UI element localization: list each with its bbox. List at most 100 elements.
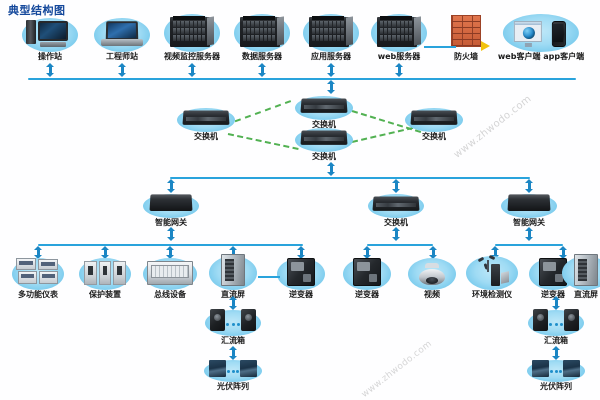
switch-icon — [300, 98, 348, 113]
connector-arrow — [34, 246, 43, 259]
connector-arrow — [101, 246, 110, 259]
node-combiner-box-left[interactable]: 汇流箱 — [205, 309, 261, 346]
node-label: 光伏阵列 — [540, 382, 572, 391]
switch-icon — [182, 110, 230, 125]
node-label: 交换机 — [384, 218, 408, 227]
switch-icon — [372, 196, 420, 211]
node-inverter-2[interactable]: 逆变器 — [343, 258, 391, 300]
node-data-server[interactable]: 数据服务器 — [234, 14, 290, 62]
connector-arrow — [188, 63, 197, 77]
node-app-server[interactable]: 应用服务器 — [303, 14, 359, 62]
inverter-icon — [353, 258, 381, 286]
connector-arrow — [525, 227, 534, 241]
bus-line-station — [28, 78, 576, 80]
node-label: 直流屏 — [221, 290, 245, 299]
node-label: 保护装置 — [89, 290, 121, 299]
protection-icon — [84, 261, 127, 285]
connector-arrow — [258, 63, 267, 77]
node-switch-mid[interactable]: 交换机 — [368, 194, 424, 228]
node-engineer-station[interactable]: 工程师站 — [94, 18, 150, 62]
arrow-firewall-to-client-icon — [481, 41, 490, 51]
desktop-icon — [24, 18, 76, 48]
node-label: 操作站 — [38, 52, 62, 61]
server-icon — [309, 15, 353, 47]
switch-icon — [410, 110, 458, 125]
node-switch-left[interactable]: 交换机 — [177, 108, 235, 142]
node-operator-station[interactable]: 操作站 — [22, 18, 78, 62]
connector-arrow — [46, 63, 55, 77]
node-label: 总线设备 — [154, 290, 186, 299]
node-dc-panel-right[interactable]: 直流屏 — [562, 254, 600, 300]
pv-array-icon — [532, 359, 580, 377]
connector-arrow — [525, 179, 534, 193]
node-label: 视频 — [424, 290, 440, 299]
connector-arrow — [327, 162, 336, 176]
node-video-server[interactable]: 视频监控服务器 — [164, 14, 220, 62]
node-label: web客户端 app客户端 — [497, 52, 585, 61]
node-switch-right[interactable]: 交换机 — [405, 108, 463, 142]
node-pv-array-left[interactable]: 光伏阵列 — [204, 360, 262, 392]
node-switch-bottom[interactable]: 交换机 — [295, 128, 353, 162]
pv-array-icon — [209, 359, 257, 377]
inverter-icon — [287, 258, 315, 286]
dc-panel-icon — [221, 254, 245, 286]
node-label: 智能网关 — [513, 218, 545, 227]
node-label: 逆变器 — [289, 290, 313, 299]
node-label: 工程师站 — [106, 52, 138, 61]
bus-line-device-left — [38, 244, 303, 246]
node-smart-gateway-right[interactable]: 智能网关 — [501, 194, 557, 228]
link-webserver-firewall — [424, 46, 456, 48]
server-icon — [170, 15, 214, 47]
switch-icon — [300, 130, 348, 145]
node-label: web服务器 — [377, 52, 421, 61]
node-protection-device[interactable]: 保护装置 — [79, 258, 131, 300]
connector-arrow — [118, 63, 127, 77]
firewall-icon — [451, 15, 481, 47]
node-web-app-client[interactable]: web客户端 app客户端 — [498, 14, 584, 62]
node-label: 汇流箱 — [221, 336, 245, 345]
node-env-monitor[interactable]: 环境检测仪 — [466, 254, 518, 300]
node-firewall[interactable]: 防火墙 — [446, 14, 486, 62]
node-label: 智能网关 — [155, 218, 187, 227]
node-label: 逆变器 — [355, 290, 379, 299]
link-dcpanel-inverter — [258, 276, 280, 278]
node-label: 数据服务器 — [242, 52, 282, 61]
combiner-box-icon — [533, 309, 579, 331]
node-multifunction-meter[interactable]: 多功能仪表 — [12, 258, 64, 300]
connector-arrow — [229, 346, 238, 360]
node-bus-device[interactable]: 总线设备 — [143, 258, 197, 300]
node-smart-gateway-left[interactable]: 智能网关 — [143, 194, 199, 228]
connector-arrow — [363, 246, 372, 259]
node-dc-panel-left[interactable]: 直流屏 — [209, 254, 257, 300]
connector-arrow — [392, 227, 401, 241]
node-video-camera[interactable]: 视频 — [408, 258, 456, 300]
node-web-server[interactable]: web服务器 — [371, 14, 427, 62]
node-label: 逆变器 — [541, 290, 565, 299]
connector-arrow — [297, 246, 306, 259]
node-combiner-box-right[interactable]: 汇流箱 — [528, 309, 584, 346]
node-label: 交换机 — [194, 132, 218, 141]
node-switch-top[interactable]: 交换机 — [295, 96, 353, 130]
connector-arrow — [166, 246, 175, 259]
node-label: 汇流箱 — [544, 336, 568, 345]
connector-arrow — [327, 63, 336, 77]
gateway-icon — [507, 194, 551, 211]
watermark: www.zhwodo.com — [452, 93, 534, 161]
node-label: 防火墙 — [454, 52, 478, 61]
node-inverter-1[interactable]: 逆变器 — [277, 258, 325, 300]
server-icon — [377, 15, 421, 47]
web-client-icon — [514, 21, 544, 47]
gateway-icon — [149, 194, 193, 211]
ring-link — [227, 133, 299, 150]
server-icon — [240, 15, 284, 47]
camera-icon — [419, 263, 445, 285]
watermark: www.zhwodo.com — [360, 338, 435, 400]
connector-arrow — [552, 296, 561, 310]
laptop-icon — [100, 21, 144, 48]
bus-line-ring — [170, 177, 530, 179]
node-pv-array-right[interactable]: 光伏阵列 — [527, 360, 585, 392]
combiner-box-icon — [210, 309, 256, 331]
node-label: 交换机 — [312, 152, 336, 161]
node-label: 多功能仪表 — [18, 290, 58, 299]
